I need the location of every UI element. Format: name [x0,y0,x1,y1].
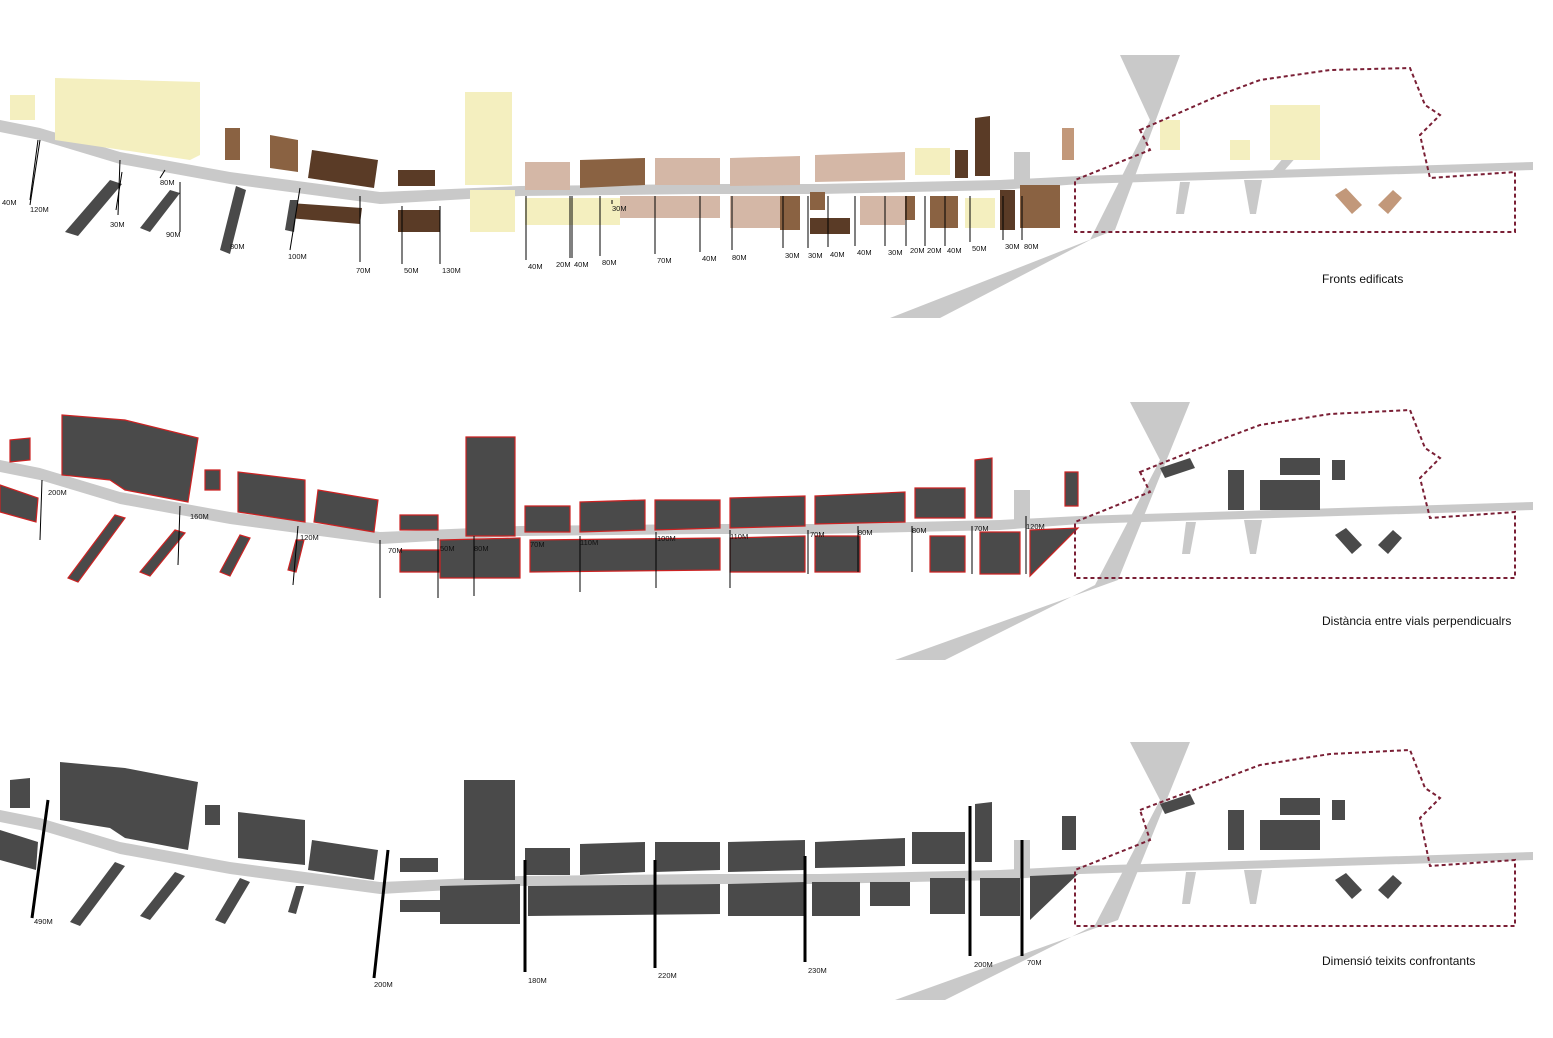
measure-label: 50M [440,544,455,553]
buildings-plain [1160,458,1402,554]
measure-line [292,525,299,586]
measure-label: 180M [528,976,547,985]
measure-label: 80M [858,528,873,537]
measure-label: 20M [927,246,942,255]
measure-label: 70M [657,256,672,265]
measure-line [29,139,39,201]
measure-label: 200M [374,980,393,989]
measure-label: 30M [808,251,823,260]
measure-label: 50M [972,244,987,253]
measure-label: 80M [474,544,489,553]
road-network [0,742,1533,1000]
measure-label: 70M [810,530,825,539]
measure-label: 490M [34,917,53,926]
measure-label: 20M [556,260,571,269]
measure-label: 200M [48,488,67,497]
measure-label: 230M [808,966,827,975]
measure-label: 80M [912,526,927,535]
measure-label: 30M [110,220,125,229]
measure-line [29,139,41,206]
measure-line [39,479,43,541]
measure-label: 120M [1026,522,1045,531]
buildings [0,762,1402,926]
measure-label: 40M [528,262,543,271]
measure-line [117,159,121,216]
measure-label: 130M [442,266,461,275]
measure-line [372,849,390,979]
buildings-light [525,152,905,228]
measure-label: 110M [730,532,748,541]
measure-label: 100M [657,534,676,543]
measure-label: 40M [2,198,17,207]
caption-distancia-vials: Distància entre vials perpendicualrs [1322,614,1512,628]
measure-line [115,171,123,211]
measure-line [177,505,181,566]
measure-lines [39,479,1027,598]
measure-label: 50M [404,266,419,275]
measure-line [30,799,50,919]
measure-label: 120M [30,205,49,214]
measure-label: 200M [974,960,993,969]
measure-label: 40M [947,246,962,255]
site-boundary [1074,408,1516,579]
measure-label: 30M [1005,242,1020,251]
measure-label: 80M [160,178,175,187]
caption-fronts-edificats: Fronts edificats [1322,272,1404,286]
measure-label: 20M [910,246,925,255]
panel-dimensio-teixits: 490M 200M 180M 220M 230M 200M 70M Dimensió tei… [0,680,1553,1038]
measure-label: 40M [830,250,845,259]
site-boundary [1074,748,1516,927]
buildings-tan [1062,128,1402,214]
measure-labels: 490M 200M 180M 220M 230M 200M 70M [34,917,1042,989]
measure-label: 70M [1027,958,1042,967]
measure-label: 160M [190,512,209,521]
measure-label: 30M [888,248,903,257]
site-boundary [1074,66,1516,233]
dark-wings [65,180,298,254]
measure-label: 110M [580,538,598,547]
measure-label: 80M [230,242,245,251]
measure-line [289,187,301,251]
caption-dimensio-teixits: Dimensió teixits confrontants [1322,954,1476,968]
map-distancia-vials: 200M 160M 120M 70M 50M 80M 70M 110M 100M 110M 70M 8… [0,402,1533,660]
measure-label: 70M [388,546,403,555]
buildings-mid [225,128,1060,230]
measure-label: 80M [602,258,617,267]
measure-label: 70M [530,540,545,549]
road-network [0,402,1533,660]
measure-label: 40M [857,248,872,257]
measure-lines [29,139,1023,264]
buildings-outlined [0,414,1080,583]
measure-label: 80M [1024,242,1039,251]
map-dimensio-teixits: 490M 200M 180M 220M 230M 200M 70M [0,742,1533,1000]
measure-label: 30M [612,204,627,213]
measure-line [159,169,166,179]
measure-label: 90M [166,230,181,239]
measure-label: 70M [974,524,989,533]
road-network [0,55,1533,318]
measure-label: 70M [356,266,371,275]
measure-label: 120M [300,533,319,542]
measure-label: 40M [702,254,717,263]
measure-labels: 200M 160M 120M 70M 50M 80M 70M 110M 100M 110M 70M 8… [48,488,1045,555]
measure-label: 100M [288,252,307,261]
measure-lines [30,799,1024,979]
measure-label: 220M [658,971,677,980]
panel-distancia-vials: 200M 160M 120M 70M 50M 80M 70M 110M 100M 110M 70M 8… [0,340,1553,680]
measure-label: 80M [732,253,747,262]
buildings-pale [10,78,1320,232]
measure-label: 40M [574,260,589,269]
measure-label: 30M [785,251,800,260]
buildings-dark [288,116,1015,234]
